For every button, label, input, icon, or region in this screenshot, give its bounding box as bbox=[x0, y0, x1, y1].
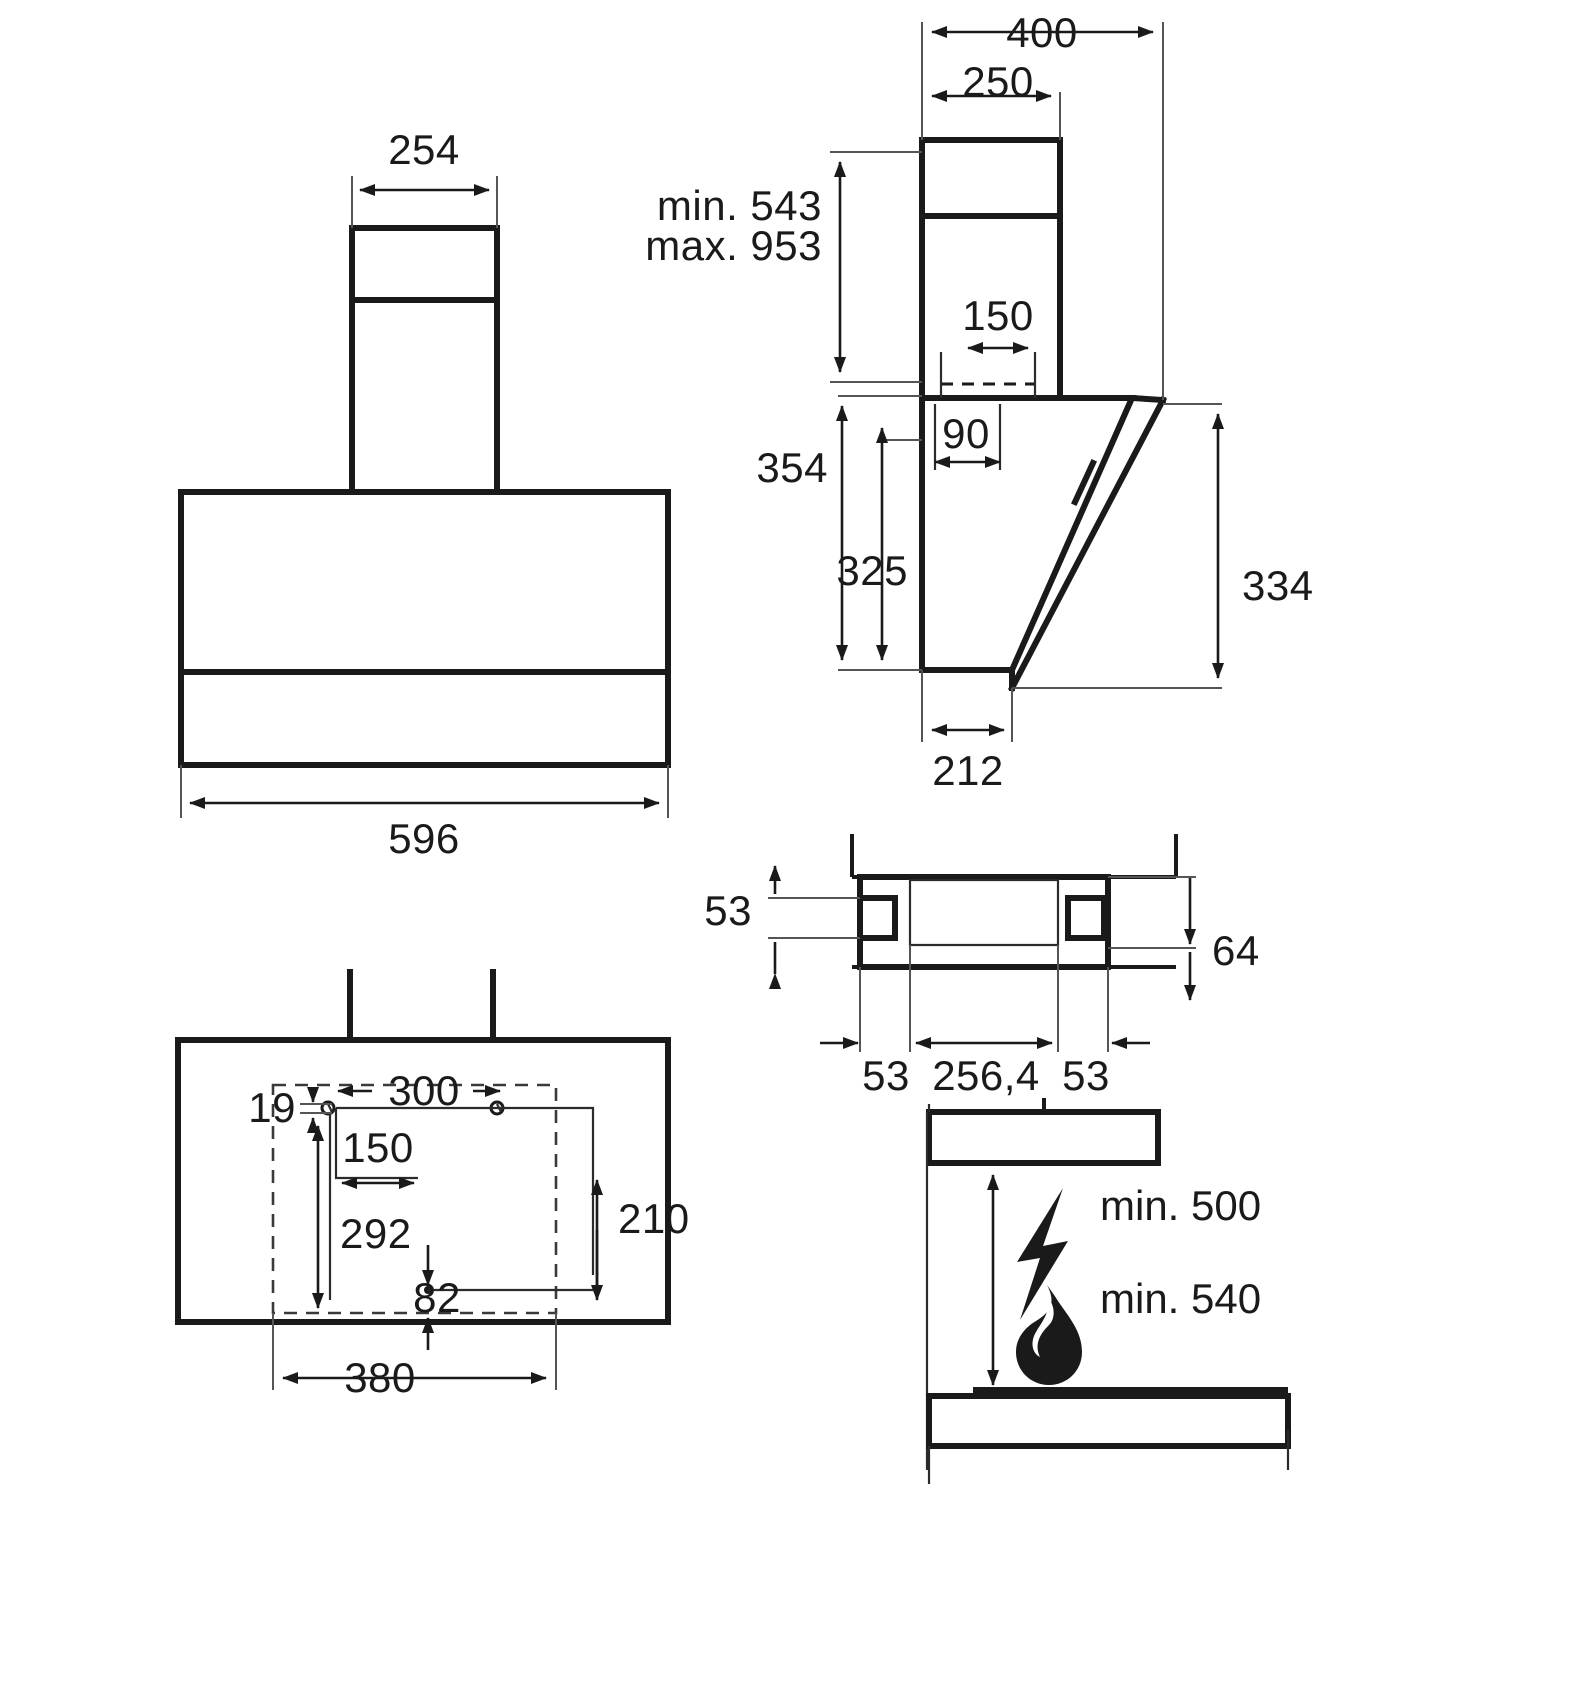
dim-duct-diameter: 150 bbox=[962, 292, 1034, 339]
dim-template-overall-width: 380 bbox=[344, 1354, 416, 1401]
dim-chimney-depth: 250 bbox=[962, 58, 1034, 105]
lightning-bolt-icon bbox=[1017, 1188, 1068, 1320]
clearance-view bbox=[925, 1098, 1291, 1484]
dim-chimney-width: 254 bbox=[388, 126, 460, 173]
dim-template-top-offset: 19 bbox=[248, 1084, 296, 1131]
dim-left-tab: 53 bbox=[862, 1052, 910, 1099]
dim-mount-height-max: max. 953 bbox=[645, 222, 822, 269]
dim-duct-offset: 90 bbox=[942, 410, 990, 457]
wall-template-view: 19 300 150 292 210 82 380 bbox=[175, 969, 690, 1401]
front-view: 254 596 bbox=[178, 126, 671, 862]
side-view: 400 250 min. 543 max. 953 150 90 354 bbox=[645, 9, 1313, 794]
dim-template-hole-spacing: 300 bbox=[388, 1067, 460, 1114]
dim-mount-height-min: min. 543 bbox=[657, 182, 822, 229]
dim-template-hole-offset-left: 150 bbox=[342, 1124, 414, 1171]
dim-right-tab: 53 bbox=[1062, 1052, 1110, 1099]
flame-icon bbox=[1016, 1285, 1082, 1385]
dim-base-depth: 212 bbox=[932, 747, 1004, 794]
dim-body-width: 596 bbox=[388, 815, 460, 862]
dim-template-vertical-right: 210 bbox=[618, 1195, 690, 1242]
clearance-electric-label: min. 500 bbox=[1100, 1182, 1262, 1229]
dim-bracket-offset: 64 bbox=[1212, 927, 1260, 974]
dim-template-vertical-left: 292 bbox=[340, 1210, 412, 1257]
dim-bracket-depth: 53 bbox=[704, 887, 752, 934]
bracket-plan-view: 53 64 53 256,4 53 bbox=[704, 834, 1259, 1099]
dim-total-depth: 400 bbox=[1006, 9, 1078, 56]
dim-body-height-total: 354 bbox=[756, 444, 828, 491]
dim-body-height-front: 325 bbox=[836, 547, 908, 594]
dim-glass-front-height: 334 bbox=[1242, 562, 1314, 609]
dim-center-span: 256,4 bbox=[932, 1052, 1040, 1099]
dim-template-bottom-offset: 82 bbox=[413, 1274, 461, 1321]
clearance-gas-label: min. 540 bbox=[1100, 1275, 1262, 1322]
